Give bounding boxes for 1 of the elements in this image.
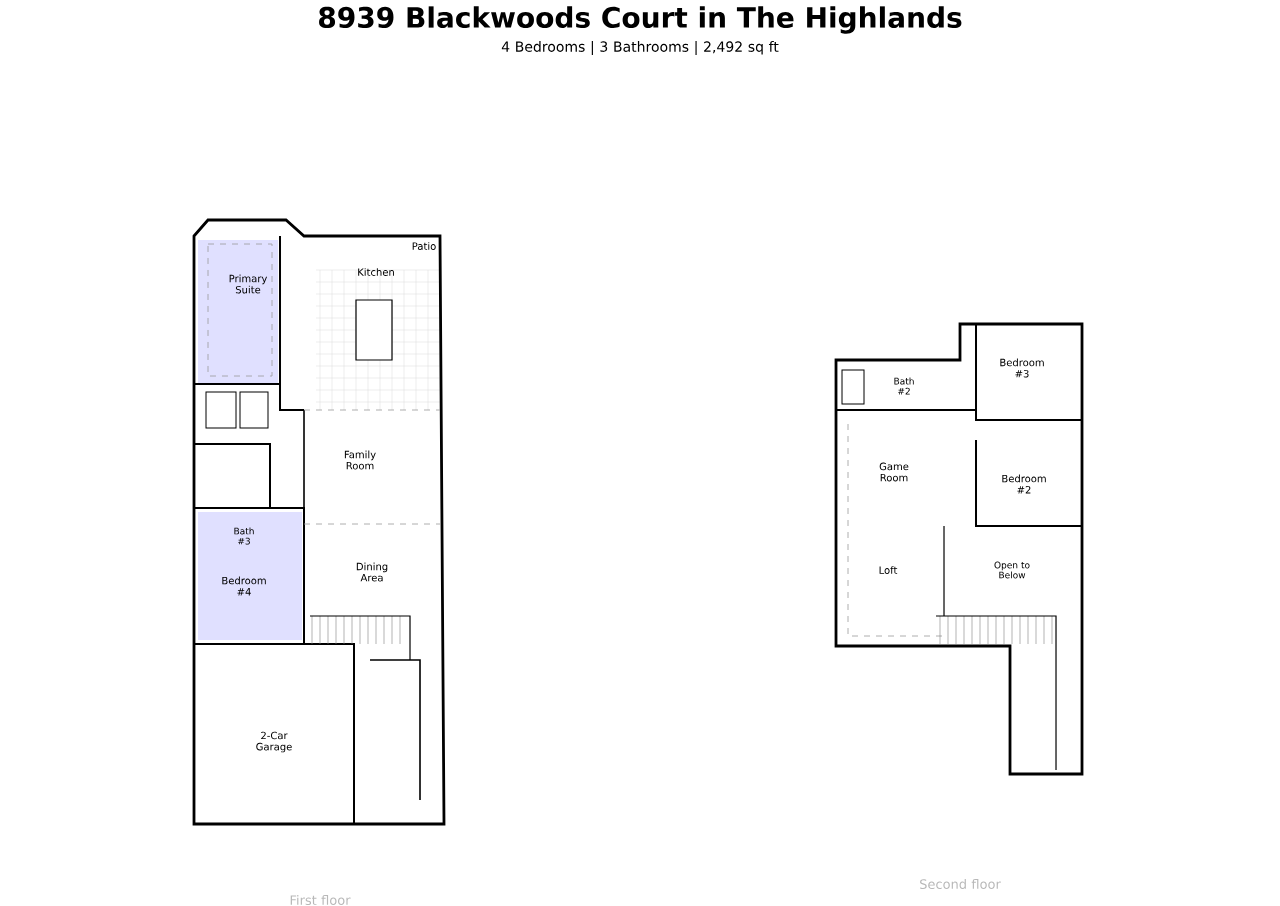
title: 8939 Blackwoods Court in The Highlands — [319, 6, 962, 34]
